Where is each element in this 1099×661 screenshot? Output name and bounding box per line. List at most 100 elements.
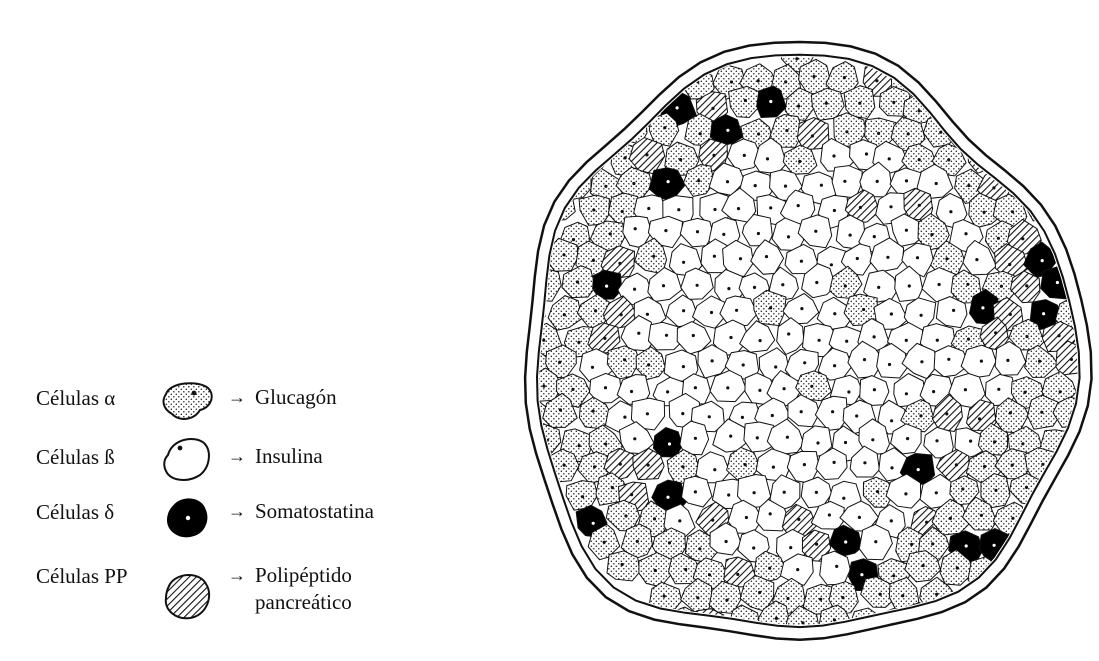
cell-nucleus <box>726 386 729 389</box>
cell-nucleus <box>785 129 788 132</box>
cell-nucleus <box>855 414 858 417</box>
cell-nucleus <box>917 468 920 471</box>
cell-nucleus <box>930 233 933 236</box>
cell-nucleus <box>758 591 761 594</box>
cell-nucleus <box>604 442 607 445</box>
cell-nucleus <box>994 331 997 334</box>
cell-nucleus <box>1041 259 1044 262</box>
cell-nucleus <box>1025 284 1028 287</box>
cell-nucleus <box>797 105 800 108</box>
cell-nucleus <box>726 180 729 183</box>
cell-nucleus <box>936 339 939 342</box>
cell-nucleus <box>699 132 702 135</box>
cell-nucleus <box>947 158 950 161</box>
cell-nucleus <box>632 182 635 185</box>
cell-nucleus <box>833 209 836 212</box>
cell-nucleus <box>830 263 833 266</box>
cell-nucleus <box>873 388 876 391</box>
cell-nucleus <box>519 334 522 337</box>
cell-nucleus <box>815 543 818 546</box>
cell-nucleus <box>604 185 607 188</box>
cell-nucleus <box>769 206 772 209</box>
cell-nucleus <box>730 80 733 83</box>
cell-nucleus <box>797 204 800 207</box>
legend-hormone-label: Glucagón <box>255 384 337 411</box>
cell-nucleus <box>646 313 649 316</box>
cell-nucleus <box>800 410 803 413</box>
cell-nucleus <box>901 594 904 597</box>
legend-hormone-label: Polipéptido <box>255 562 352 589</box>
cell-nucleus <box>845 340 848 343</box>
cell-nucleus <box>768 567 771 570</box>
cell-nucleus <box>647 363 650 366</box>
cell-nucleus <box>844 540 847 543</box>
cell-nucleus <box>858 102 861 105</box>
cell-nucleus <box>879 593 882 596</box>
cell-nucleus <box>993 544 996 547</box>
cell-nucleus <box>932 390 935 393</box>
cell-nucleus <box>1021 237 1024 240</box>
cell-nucleus <box>621 210 624 213</box>
cell-nucleus <box>945 412 948 415</box>
cell-nucleus <box>964 232 967 235</box>
cell-nucleus <box>1021 442 1024 445</box>
cell-nucleus <box>563 313 566 316</box>
cell-nucleus <box>949 210 952 213</box>
cell-nucleus <box>905 229 908 232</box>
cell-nucleus <box>592 410 595 413</box>
cell-nucleus <box>712 154 715 157</box>
cell-nucleus <box>819 598 822 601</box>
cell-nucleus <box>744 99 747 102</box>
cell-nucleus <box>775 617 778 620</box>
cell-nucleus <box>1059 390 1062 393</box>
cell-nucleus <box>992 186 995 189</box>
cell-nucleus <box>682 309 685 312</box>
cell-nucleus <box>729 435 732 438</box>
cell-nucleus <box>620 313 623 316</box>
cell-nucleus <box>784 185 787 188</box>
cell-nucleus <box>1009 411 1012 414</box>
cell-nucleus <box>980 514 983 517</box>
cell-nucleus <box>1009 313 1012 316</box>
arrow-icon: → <box>228 501 246 522</box>
cell-nucleus <box>844 441 847 444</box>
cell-nucleus <box>603 541 606 544</box>
cell-nucleus <box>975 258 978 261</box>
cell-nucleus <box>711 519 714 522</box>
legend-hormone-label-line2: pancreático <box>255 589 352 616</box>
cell-nucleus <box>668 442 671 445</box>
cell-nucleus <box>618 262 621 265</box>
cell-nucleus <box>964 388 967 391</box>
cell-nucleus <box>666 496 669 499</box>
cell-nucleus <box>1027 182 1030 185</box>
cell-nucleus <box>931 542 934 545</box>
cell-nucleus <box>815 281 818 284</box>
cell-nucleus <box>682 261 685 264</box>
cell-nucleus <box>756 436 759 439</box>
cell-nucleus <box>798 160 801 163</box>
cell-nucleus <box>696 596 699 599</box>
cell-nucleus <box>892 574 895 577</box>
cell-nucleus <box>681 412 684 415</box>
cell-nucleus <box>967 184 970 187</box>
cell-nucleus <box>654 569 657 572</box>
cell-nucleus <box>663 595 666 598</box>
cell-nucleus <box>696 230 699 233</box>
cell-nucleus <box>559 408 562 411</box>
cell-nucleus <box>874 540 877 543</box>
cell-nucleus <box>956 566 959 569</box>
cell-nucleus <box>696 284 699 287</box>
cell-nucleus <box>918 204 921 207</box>
cell-nucleus <box>571 388 574 391</box>
legend-hormone-label: Somatostatina <box>255 498 374 525</box>
cell-nucleus <box>1000 285 1003 288</box>
cell-nucleus <box>886 256 889 259</box>
cell-nucleus <box>772 466 775 469</box>
cell-nucleus <box>916 256 919 259</box>
cell-nucleus <box>835 565 838 568</box>
cell-nucleus <box>842 497 845 500</box>
cell-nucleus <box>967 338 970 341</box>
cell-nucleus <box>828 513 831 516</box>
cell-nucleus <box>832 154 835 157</box>
cell-nucleus <box>876 180 879 183</box>
